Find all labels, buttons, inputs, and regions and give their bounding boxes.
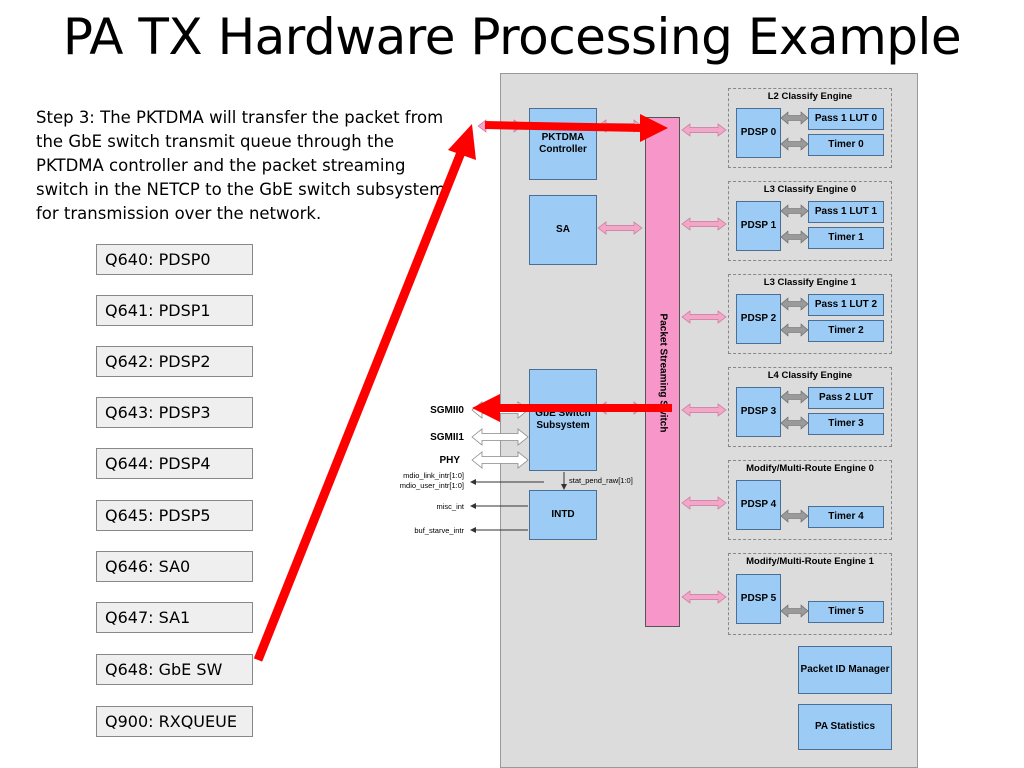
engine-modify-0: Modify/Multi-Route Engine 0 — [728, 460, 892, 540]
pdsp5-block: PDSP 5 — [736, 574, 781, 624]
queue-item-sa0[interactable]: Q646: SA0 — [96, 551, 253, 582]
queue-item-pdsp3[interactable]: Q643: PDSP3 — [96, 397, 253, 428]
timer3-block: Timer 3 — [808, 413, 884, 435]
engine-l2-classify: L2 Classify Engine — [728, 88, 892, 168]
pa-statistics: PA Statistics — [798, 704, 892, 750]
timer4-block: Timer 4 — [808, 506, 884, 528]
pdsp4-block: PDSP 4 — [736, 480, 781, 530]
timer2-block: Timer 2 — [808, 320, 884, 342]
queue-item-rxqueue[interactable]: Q900: RXQUEUE — [96, 706, 253, 737]
queue-item-pdsp1[interactable]: Q641: PDSP1 — [96, 295, 253, 326]
red-arrow-pktdma-to-switch — [484, 121, 641, 132]
intd-block: INTD — [529, 490, 597, 540]
mdio-user-label: mdio_user_intr[1:0] — [399, 481, 464, 490]
queue-item-sa1[interactable]: Q647: SA1 — [96, 602, 253, 633]
pdsp2-block: PDSP 2 — [736, 294, 781, 344]
queue-item-pdsp2[interactable]: Q642: PDSP2 — [96, 346, 253, 377]
buf-starve-label: buf_starve_intr — [414, 526, 464, 535]
pdsp1-block: PDSP 1 — [736, 201, 781, 251]
sgmii0-label: SGMII0 — [430, 405, 464, 416]
page-title: PA TX Hardware Processing Example — [62, 8, 962, 66]
timer5-block: Timer 5 — [808, 601, 884, 623]
packet-streaming-switch: Packet Streaming Switch — [645, 117, 680, 627]
queue-item-pdsp4[interactable]: Q644: PDSP4 — [96, 448, 253, 479]
pdsp0-block: PDSP 0 — [736, 108, 781, 158]
queue-item-pdsp0[interactable]: Q640: PDSP0 — [96, 244, 253, 275]
gbe-switch-subsystem: GbE Switch Subsystem — [529, 369, 597, 471]
engine-label: L3 Classify Engine 0 — [763, 184, 857, 195]
engine-label: L2 Classify Engine — [767, 91, 853, 102]
phy-label: PHY — [439, 455, 460, 466]
red-arrow-queue-to-pktdma — [253, 148, 467, 662]
stat-pend-label: stat_pend_raw[1:0] — [569, 476, 633, 485]
timer1-block: Timer 1 — [808, 227, 884, 249]
engine-l3-classify-1: L3 Classify Engine 1 — [728, 274, 892, 354]
engine-label: L3 Classify Engine 1 — [763, 277, 857, 288]
lut2-block: Pass 1 LUT 2 — [808, 294, 884, 316]
pdsp3-block: PDSP 3 — [736, 387, 781, 437]
sa-block: SA — [529, 195, 597, 265]
engine-l3-classify-0: L3 Classify Engine 0 — [728, 181, 892, 261]
misc-int-label: misc_int — [436, 502, 464, 511]
queue-item-pdsp5[interactable]: Q645: PDSP5 — [96, 500, 253, 531]
sgmii1-label: SGMII1 — [430, 432, 464, 443]
engine-label: L4 Classify Engine — [767, 370, 853, 381]
queue-item-gbe-sw[interactable]: Q648: GbE SW — [96, 654, 253, 685]
lut1-block: Pass 1 LUT 1 — [808, 201, 884, 223]
mdio-link-label: mdio_link_intr[1:0] — [403, 471, 464, 480]
pktdma-controller: PKTDMA Controller — [529, 108, 597, 180]
engine-label: Modify/Multi-Route Engine 0 — [746, 463, 874, 474]
engine-label: Modify/Multi-Route Engine 1 — [746, 556, 874, 567]
packet-id-manager: Packet ID Manager — [798, 646, 892, 694]
step-description: Step 3: The PKTDMA will transfer the pac… — [36, 108, 446, 223]
timer0-block: Timer 0 — [808, 134, 884, 156]
engine-l4-classify: L4 Classify Engine — [728, 367, 892, 447]
engine-modify-1: Modify/Multi-Route Engine 1 — [728, 553, 892, 635]
lut0-block: Pass 1 LUT 0 — [808, 108, 884, 130]
lut3-block: Pass 2 LUT — [808, 387, 884, 409]
